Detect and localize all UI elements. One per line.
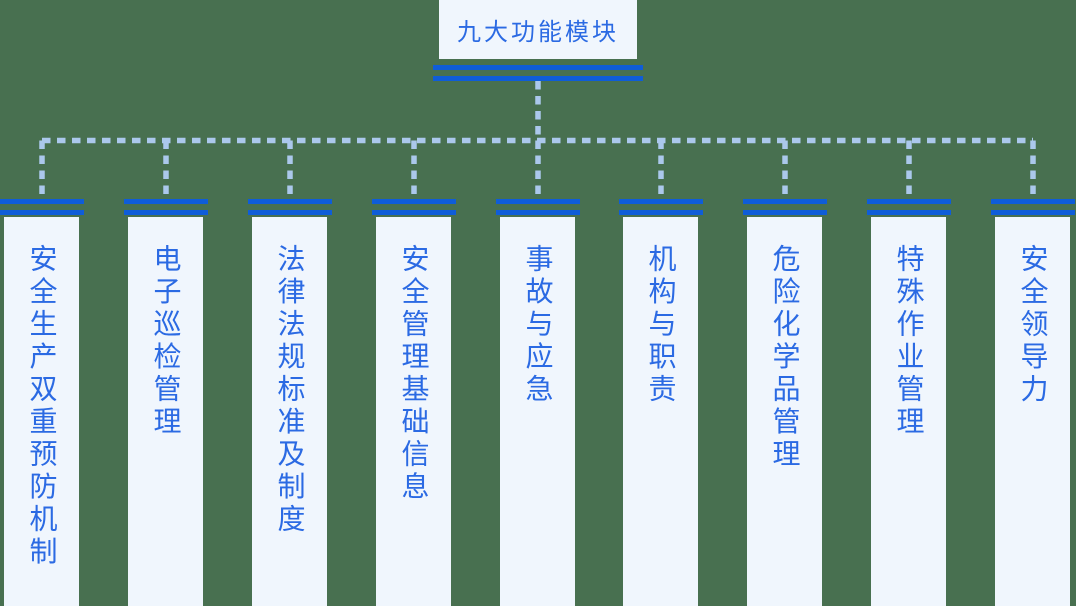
module-column-8: 特殊作业管理 [867, 199, 951, 606]
rule-line [991, 210, 1075, 215]
rule-line [124, 199, 208, 204]
rule-line [248, 210, 332, 215]
module-body: 特殊作业管理 [871, 217, 946, 606]
module-column-7: 危险化学品管理 [743, 199, 827, 606]
module-column-2: 电子巡检管理 [124, 199, 208, 606]
module-body: 法律法规标准及制度 [252, 217, 327, 606]
root-node-label: 九大功能模块 [457, 18, 619, 46]
module-label: 特殊作业管理 [892, 244, 926, 439]
module-label: 安全管理基础信息 [397, 244, 431, 504]
rule-line [619, 210, 703, 215]
rule-line [433, 76, 643, 81]
rule-line [743, 199, 827, 204]
module-column-6: 机构与职责 [619, 199, 703, 606]
rule-line [372, 199, 456, 204]
module-column-9: 安全领导力 [991, 199, 1075, 606]
module-label: 安全生产双重预防机制 [25, 244, 59, 569]
module-label: 事故与应急 [521, 244, 555, 407]
rule-line [991, 199, 1075, 204]
rule-line [0, 210, 84, 215]
rule-line [743, 210, 827, 215]
module-body: 安全生产双重预防机制 [4, 217, 79, 606]
module-body: 机构与职责 [623, 217, 698, 606]
rule-line [372, 210, 456, 215]
module-label: 安全领导力 [1016, 244, 1050, 407]
module-body: 安全管理基础信息 [376, 217, 451, 606]
rule-line [124, 210, 208, 215]
module-column-3: 法律法规标准及制度 [248, 199, 332, 606]
rule-line [433, 65, 643, 70]
module-column-4: 安全管理基础信息 [372, 199, 456, 606]
module-label: 机构与职责 [644, 244, 678, 407]
rule-line [248, 199, 332, 204]
module-column-1: 安全生产双重预防机制 [0, 199, 84, 606]
module-body: 电子巡检管理 [128, 217, 203, 606]
module-body: 安全领导力 [995, 217, 1070, 606]
module-body: 事故与应急 [500, 217, 575, 606]
rule-line [867, 210, 951, 215]
module-column-5: 事故与应急 [496, 199, 580, 606]
module-label: 法律法规标准及制度 [273, 244, 307, 537]
root-node: 九大功能模块 [439, 0, 637, 59]
module-label: 电子巡检管理 [149, 244, 183, 439]
rule-line [0, 199, 84, 204]
rule-line [496, 210, 580, 215]
rule-line [496, 199, 580, 204]
module-body: 危险化学品管理 [747, 217, 822, 606]
rule-line [619, 199, 703, 204]
module-label: 危险化学品管理 [768, 244, 802, 472]
rule-line [867, 199, 951, 204]
